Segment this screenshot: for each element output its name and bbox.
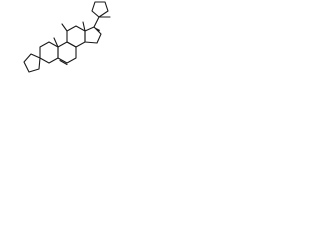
double-bond-c5-c6 [59,59,68,66]
ring-a [39,41,59,64]
spiro-dioxolane-ring-left [23,53,41,73]
substituent-c11 [61,23,68,32]
steroid-bis-ketal-structure [23,1,111,73]
wedge-bond-c17 [94,27,100,32]
side-chain-c17-c20 [93,16,100,28]
methyl-c18 [82,21,86,32]
spiro-dioxolane-ring-top [91,1,109,18]
methyl-c19 [53,37,59,48]
ring-c [66,25,86,48]
ring-d [84,26,102,44]
